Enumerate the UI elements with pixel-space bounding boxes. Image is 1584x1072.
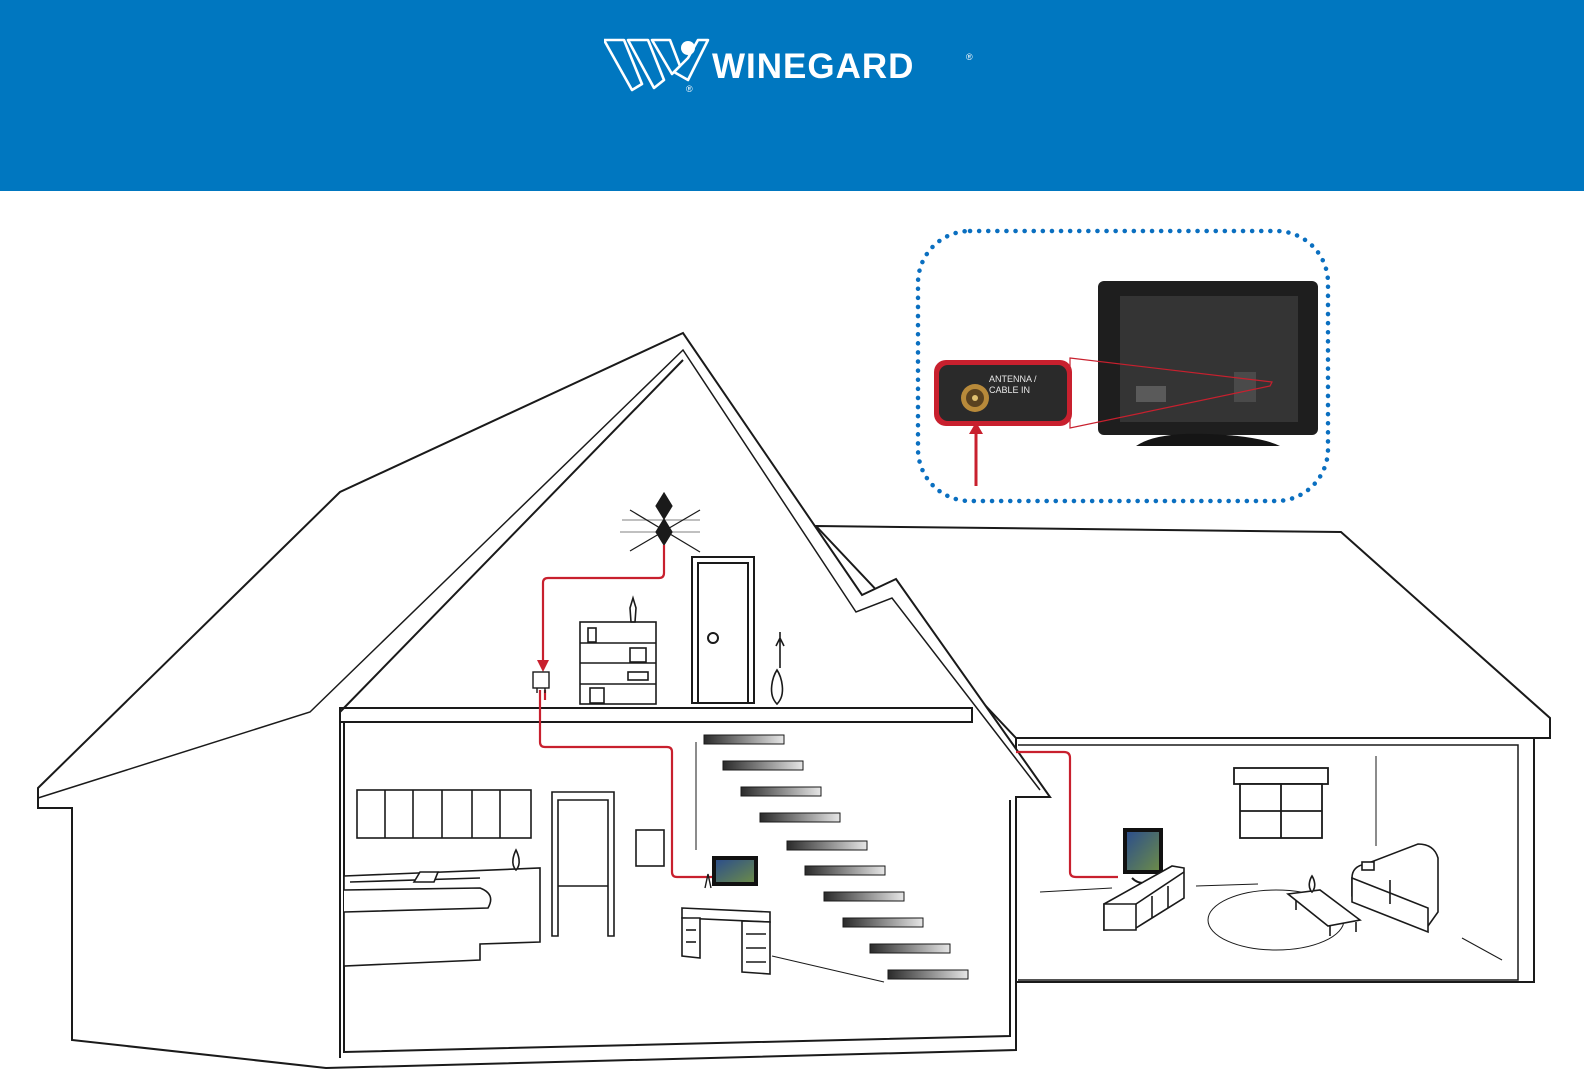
main-house	[38, 333, 1050, 1068]
coax-connector-icon	[961, 384, 989, 412]
tv-inset-callout	[918, 231, 1328, 501]
tv-back-icon	[1098, 281, 1318, 446]
antenna-cable-in-label: ANTENNA / CABLE IN	[989, 374, 1037, 396]
label-line-2: CABLE IN	[989, 385, 1037, 396]
living-room-window	[1234, 768, 1328, 838]
office-tv-icon	[705, 856, 758, 888]
label-line-1: ANTENNA /	[989, 374, 1037, 385]
